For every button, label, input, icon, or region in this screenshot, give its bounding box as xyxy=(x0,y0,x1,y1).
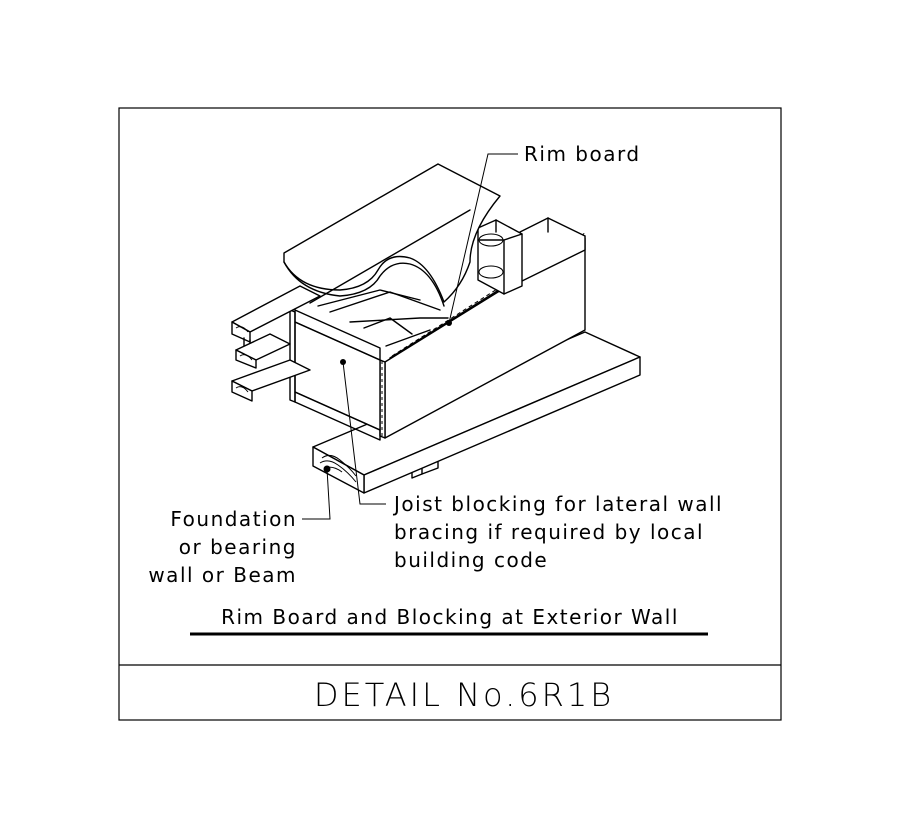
label-foundation-line2: or bearing xyxy=(179,535,297,559)
label-rim-board: Rim board xyxy=(524,142,641,166)
leader-foundation xyxy=(302,468,331,520)
leader-rim-board xyxy=(448,153,518,324)
label-joist-blocking-line2: bracing if required by local xyxy=(394,520,704,544)
leader-blocking xyxy=(342,361,386,505)
label-foundation-line1: Foundation xyxy=(170,507,297,531)
detail-title: DETAIL No.6R1B xyxy=(314,676,614,714)
leader-dot-rim xyxy=(446,320,452,326)
label-joist-blocking-line3: building code xyxy=(394,548,548,572)
label-joist-blocking-line1: Joist blocking for lateral wall xyxy=(392,492,723,516)
leader-dot-blocking xyxy=(340,359,346,365)
label-foundation-line3: wall or Beam xyxy=(148,563,297,587)
blocking-panel xyxy=(294,321,381,431)
joist-stub-upper xyxy=(231,285,321,333)
back-i-joist xyxy=(477,219,523,295)
leader-dot-foundation xyxy=(323,465,331,473)
subfloor-sheet xyxy=(283,163,501,303)
drawing-frame xyxy=(118,107,782,721)
isometric-detail xyxy=(231,153,641,520)
detail-caption: Rim Board and Blocking at Exterior Wall xyxy=(221,605,679,629)
